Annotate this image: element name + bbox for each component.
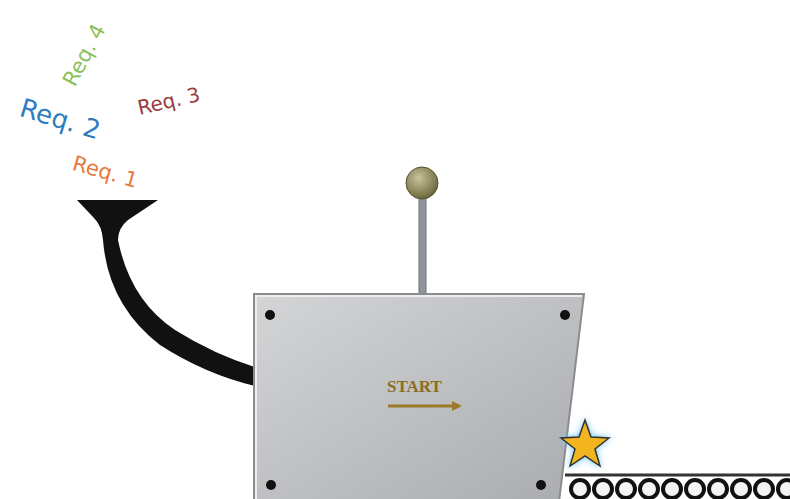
machine-box: START xyxy=(253,293,585,499)
star-glow xyxy=(559,418,611,468)
start-arrow xyxy=(388,405,456,408)
start-label: START xyxy=(387,377,442,397)
bolt xyxy=(266,480,276,490)
conveyor-belt xyxy=(565,474,790,477)
conveyor-rollers xyxy=(571,480,790,498)
start-arrowhead xyxy=(452,401,462,411)
request-label: Req. 3 xyxy=(135,82,202,120)
request-label: Req. 1 xyxy=(69,151,140,192)
lever-knob xyxy=(406,167,438,199)
product-star xyxy=(561,420,609,466)
lever-pole xyxy=(419,195,426,295)
bolt xyxy=(265,310,275,320)
bolt xyxy=(560,310,570,320)
request-label: Req. 2 xyxy=(16,93,104,146)
funnel-tube xyxy=(77,200,258,386)
bolt xyxy=(536,480,546,490)
request-label: Req. 4 xyxy=(58,20,110,90)
